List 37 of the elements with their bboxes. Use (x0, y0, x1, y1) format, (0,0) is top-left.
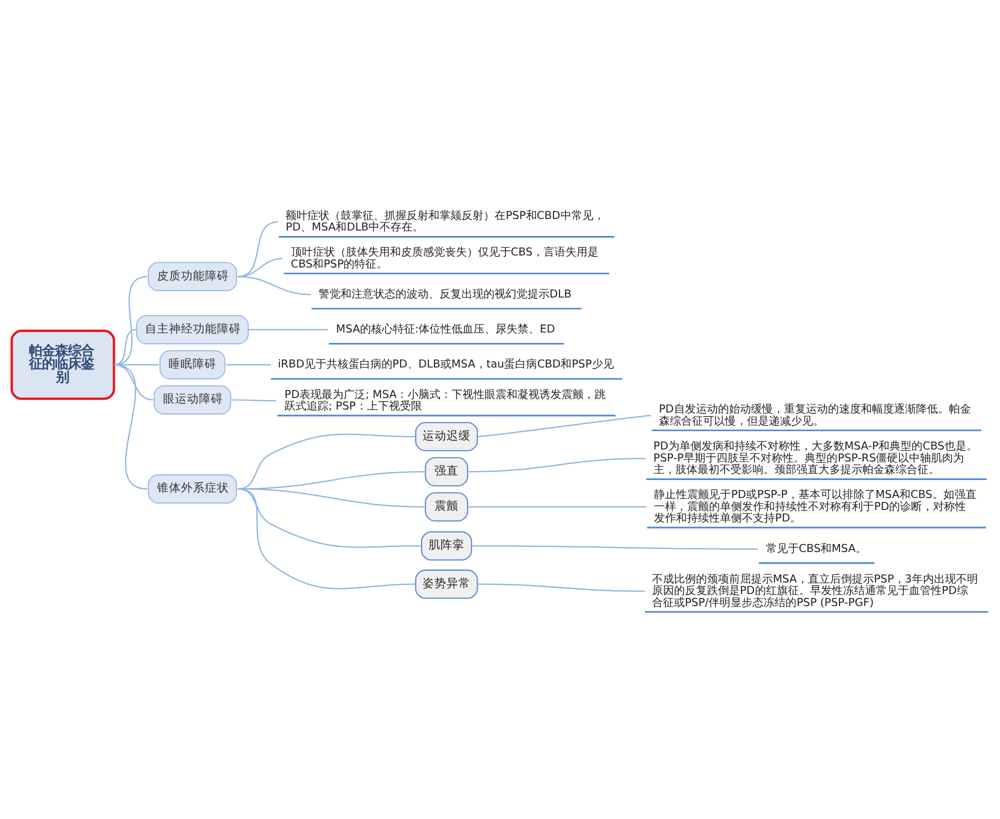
node-text: 不成比例的颈项前屈提示MSA，直立后倒提示PSP，3年内出现不明原因的反复跌倒是PD的红旗征。早发性冻结通常见于血管性PD综合征或PSP/伴明显步态冻结的PSP (PSP-PGF) (652, 572, 978, 609)
node-text: 静止性震颤见于PD或PSP-P，基本可以排除了MSA和CBS。如强直一样，震颤的单侧发作和持续性不对称有利于PD的诊断，对称性发作和持续性单侧不支持PD。 (654, 488, 976, 524)
node-box: 帕金森综合征的临床鉴别 (10, 330, 116, 400)
node-box: 强直 (424, 457, 468, 486)
node-text: PD自发运动的始动缓慢，重复运动的速度和幅度逐渐降低。帕金森综合征可以慢，但是递减少见。 (658, 402, 971, 428)
node-text: iRBD见于共核蛋白病的PD、DLB或MSA，tau蛋白病CBD和PSP少见 (278, 358, 614, 371)
node-text: 额叶症状（鼓掌征、抓握反射和掌颏反射）在PSP和CBD中常见，PD、MSA和DLB中不存在。 (286, 208, 604, 234)
connector (231, 399, 276, 402)
connector (238, 488, 421, 548)
connector (238, 434, 416, 490)
connector (478, 414, 652, 438)
node-text: 常见于CBS和MSA。 (766, 542, 867, 555)
connector (226, 364, 271, 366)
connector (238, 488, 416, 590)
node-box: 震颤 (424, 492, 468, 522)
node-text: MSA的核心特征:体位性低血压、尿失禁、ED (336, 322, 556, 336)
connector (114, 364, 159, 366)
node-box: 锥体外系症状 (148, 474, 237, 504)
connector (478, 584, 645, 592)
node-box: 肌阵挛 (420, 531, 472, 561)
connector (468, 458, 646, 472)
connector (238, 221, 278, 278)
node-text: PD表现最为广泛; MSA：小脑式：下视性眼震和凝视诱发震颤，跳跃式追踪; PSP：上下视受限 (284, 388, 606, 412)
node-box: 皮质功能障碍 (148, 262, 237, 292)
connector (472, 545, 758, 550)
connector (248, 329, 328, 330)
node-box: 自主神经功能障碍 (136, 315, 249, 344)
node-box: 眼运动障碍 (154, 385, 232, 414)
node-box: 姿势异常 (415, 570, 478, 599)
connector (468, 506, 646, 508)
node-box: 睡眠障碍 (160, 350, 226, 380)
connector (114, 364, 148, 490)
node-text: PD为单侧发病和持续不对称性，大多数MSA-P和典型的CBS也是。PSP-P早期于四肢呈不对称性。典型的PSP-RS僵硬以中轴肌肉为主，肢体最初不受影响。颈部强直大多提示帕金森综合征。 (653, 440, 978, 476)
node-text: 顶叶症状（肢体失用和皮质感觉丧失）仅见于CBS，言语失用是CBS和PSP的特征。 (290, 246, 599, 270)
node-box: 运动迟缓 (415, 422, 478, 452)
connector (238, 276, 311, 296)
node-text: 警觉和注意状态的波动、反复出现的视幻觉提示DLB (318, 287, 572, 300)
